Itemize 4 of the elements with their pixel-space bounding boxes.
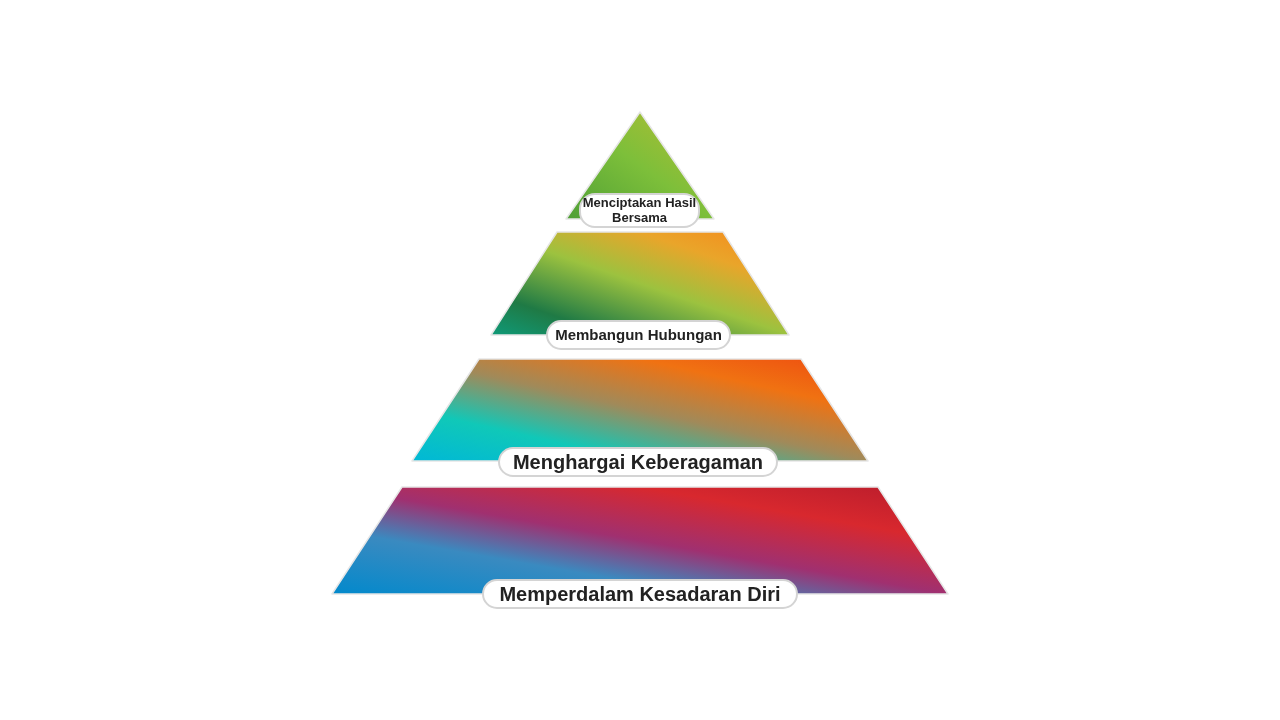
tier-label: Menghargai Keberagaman: [498, 447, 778, 477]
tier-label: Memperdalam Kesadaran Diri: [482, 579, 798, 609]
tier-label: Menciptakan Hasil Bersama: [579, 193, 700, 228]
tier-label: Membangun Hubungan: [546, 320, 731, 350]
